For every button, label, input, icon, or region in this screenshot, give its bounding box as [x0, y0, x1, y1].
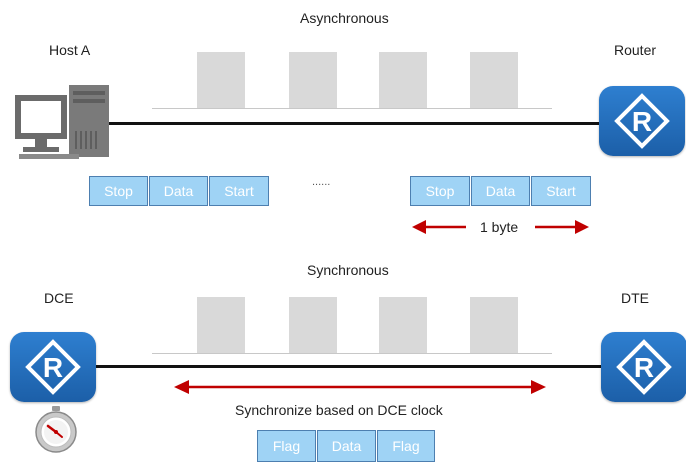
sync-baseline [152, 353, 552, 354]
stopwatch-icon [34, 405, 78, 453]
sync-frame-flag-left: Flag [257, 430, 316, 462]
byte-label: 1 byte [480, 219, 519, 235]
async-frame-right-start: Start [531, 176, 591, 206]
async-frame-left-stop: Stop [89, 176, 148, 206]
dte-label: DTE [621, 290, 649, 306]
sync-frame-flag-right: Flag [377, 430, 435, 462]
async-frame-right-data: Data [471, 176, 530, 206]
router-icon: R [10, 332, 96, 402]
dce-label: DCE [44, 290, 74, 306]
async-packet [289, 52, 337, 108]
clock-sync-label: Synchronize based on DCE clock [235, 402, 443, 418]
async-packet [379, 52, 427, 108]
router-label: Router [614, 42, 657, 58]
async-packet [470, 52, 518, 108]
sync-packet [470, 297, 518, 353]
async-packet [197, 52, 245, 108]
sync-title: Synchronous [307, 262, 389, 278]
async-frame-right-stop: Stop [410, 176, 470, 206]
sync-packet [289, 297, 337, 353]
clock-sync-arrow [174, 380, 546, 394]
router-icon: R [601, 332, 686, 402]
svg-text:R: R [43, 352, 63, 383]
sync-packet [379, 297, 427, 353]
router-icon: R [599, 86, 685, 156]
ellipsis: ...... [312, 176, 331, 188]
svg-text:R: R [634, 352, 654, 383]
computer-icon [13, 83, 113, 163]
byte-right-arrow [535, 220, 589, 234]
sync-link [95, 365, 608, 368]
async-link [106, 122, 602, 125]
async-title: Asynchronous [300, 10, 389, 26]
host-a-label: Host A [49, 42, 91, 58]
async-frame-left-start: Start [209, 176, 269, 206]
async-frame-left-data: Data [149, 176, 208, 206]
sync-frame-data: Data [317, 430, 376, 462]
byte-left-arrow [412, 220, 466, 234]
svg-text:R: R [632, 106, 652, 137]
async-baseline [152, 108, 552, 109]
sync-packet [197, 297, 245, 353]
